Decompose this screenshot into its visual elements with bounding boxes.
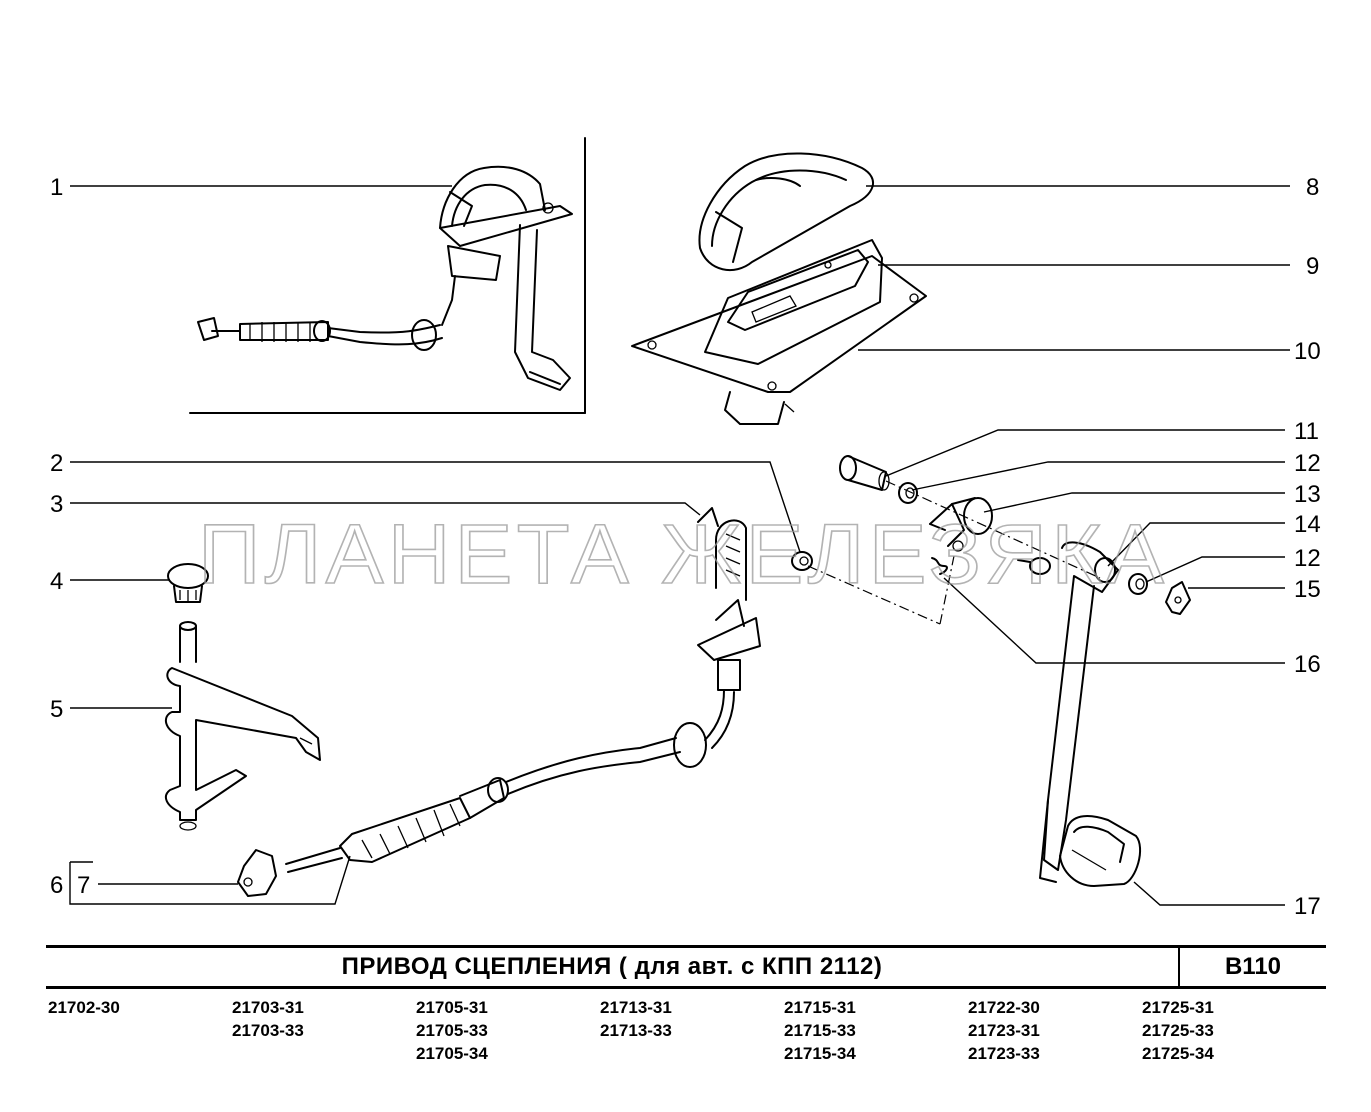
model-code: 21725-31 <box>1142 998 1214 1017</box>
model-code: 21705-34 <box>416 1044 488 1063</box>
bushing-12-upper <box>898 482 918 504</box>
callout-14: 14 <box>1294 511 1321 538</box>
callout-6: 6 <box>50 872 63 899</box>
bushing-2 <box>791 551 813 571</box>
callout-1: 1 <box>50 174 63 201</box>
model-code: 21713-33 <box>600 1021 672 1040</box>
leader-lines <box>69 185 1290 906</box>
callout-9: 9 <box>1306 253 1319 280</box>
page-title: ПРИВОД СЦЕПЛЕНИЯ ( для авт. с КПП 2112) <box>341 953 883 980</box>
model-code: 21722-30 <box>968 998 1040 1017</box>
callout-2: 2 <box>50 450 63 477</box>
callout-13: 13 <box>1294 481 1321 508</box>
model-code: 21723-33 <box>968 1044 1040 1063</box>
callout-5: 5 <box>50 696 63 723</box>
clutch-drive-diagram: 1 2 3 4 5 6 7 8 9 10 11 12 13 14 12 15 1… <box>50 137 1321 920</box>
model-column: 21705-31 21705-33 21705-34 <box>416 996 488 1065</box>
callout-15: 15 <box>1294 576 1321 603</box>
title-bar: ПРИВОД СЦЕПЛЕНИЯ ( для авт. с КПП 2112) … <box>46 945 1326 989</box>
mounting-plate-10 <box>631 255 927 425</box>
model-code: 21703-33 <box>232 1021 304 1040</box>
model-code: 21705-33 <box>416 1021 488 1040</box>
inset-frame <box>189 137 586 414</box>
spring-16 <box>931 557 948 575</box>
clutch-cable-6 <box>285 507 761 873</box>
pedal-seal-9 <box>704 239 883 365</box>
model-column: 21702-30 <box>48 996 120 1019</box>
callout-12a: 12 <box>1294 450 1321 477</box>
page-code: В110 <box>1224 953 1282 980</box>
model-code: 21723-31 <box>968 1021 1040 1040</box>
model-code: 21715-33 <box>784 1021 856 1040</box>
callout-10: 10 <box>1294 338 1321 365</box>
model-column: 21722-30 21723-31 21723-33 <box>968 996 1040 1065</box>
model-code: 21725-33 <box>1142 1021 1214 1040</box>
title-divider <box>1178 948 1180 986</box>
inset-assembly-drawing <box>197 165 573 391</box>
bushing-12-lower <box>1128 573 1148 595</box>
cable-tip-7 <box>237 849 277 897</box>
model-code: 21715-31 <box>784 998 856 1017</box>
callout-11: 11 <box>1294 418 1319 445</box>
clutch-fork-5 <box>164 621 321 831</box>
assembly-axis-lines <box>807 480 1101 625</box>
clip-15 <box>1165 581 1191 615</box>
callout-7: 7 <box>77 872 90 899</box>
model-code: 21703-31 <box>232 998 304 1017</box>
callout-17: 17 <box>1294 893 1321 920</box>
pedal-shaft <box>1017 557 1051 575</box>
pedal-boot-8 <box>698 152 874 271</box>
model-column: 21725-31 21725-33 21725-34 <box>1142 996 1214 1065</box>
callout-8: 8 <box>1306 174 1319 201</box>
model-column: 21713-31 21713-33 <box>600 996 672 1042</box>
plug-4 <box>167 563 209 603</box>
model-code: 21715-34 <box>784 1044 856 1063</box>
clutch-pedal-14 <box>1039 541 1119 883</box>
pin-11 <box>839 455 890 491</box>
model-column: 21715-31 21715-33 21715-34 <box>784 996 856 1065</box>
model-code: 21725-34 <box>1142 1044 1214 1063</box>
callout-4: 4 <box>50 568 63 595</box>
callout-12b: 12 <box>1294 545 1321 572</box>
callout-3: 3 <box>50 491 63 518</box>
model-code: 21713-31 <box>600 998 672 1017</box>
callout-16: 16 <box>1294 651 1321 678</box>
model-code: 21705-31 <box>416 998 488 1017</box>
watermark: ПЛАНЕТА ЖЕЛЕЗЯКА <box>198 507 1168 601</box>
model-code: 21702-30 <box>48 998 120 1017</box>
model-column: 21703-31 21703-33 <box>232 996 304 1042</box>
callout-labels: 1 2 3 4 5 6 7 8 9 10 11 12 13 14 12 15 1… <box>50 174 1321 920</box>
pedal-pad-17 <box>1059 815 1142 887</box>
